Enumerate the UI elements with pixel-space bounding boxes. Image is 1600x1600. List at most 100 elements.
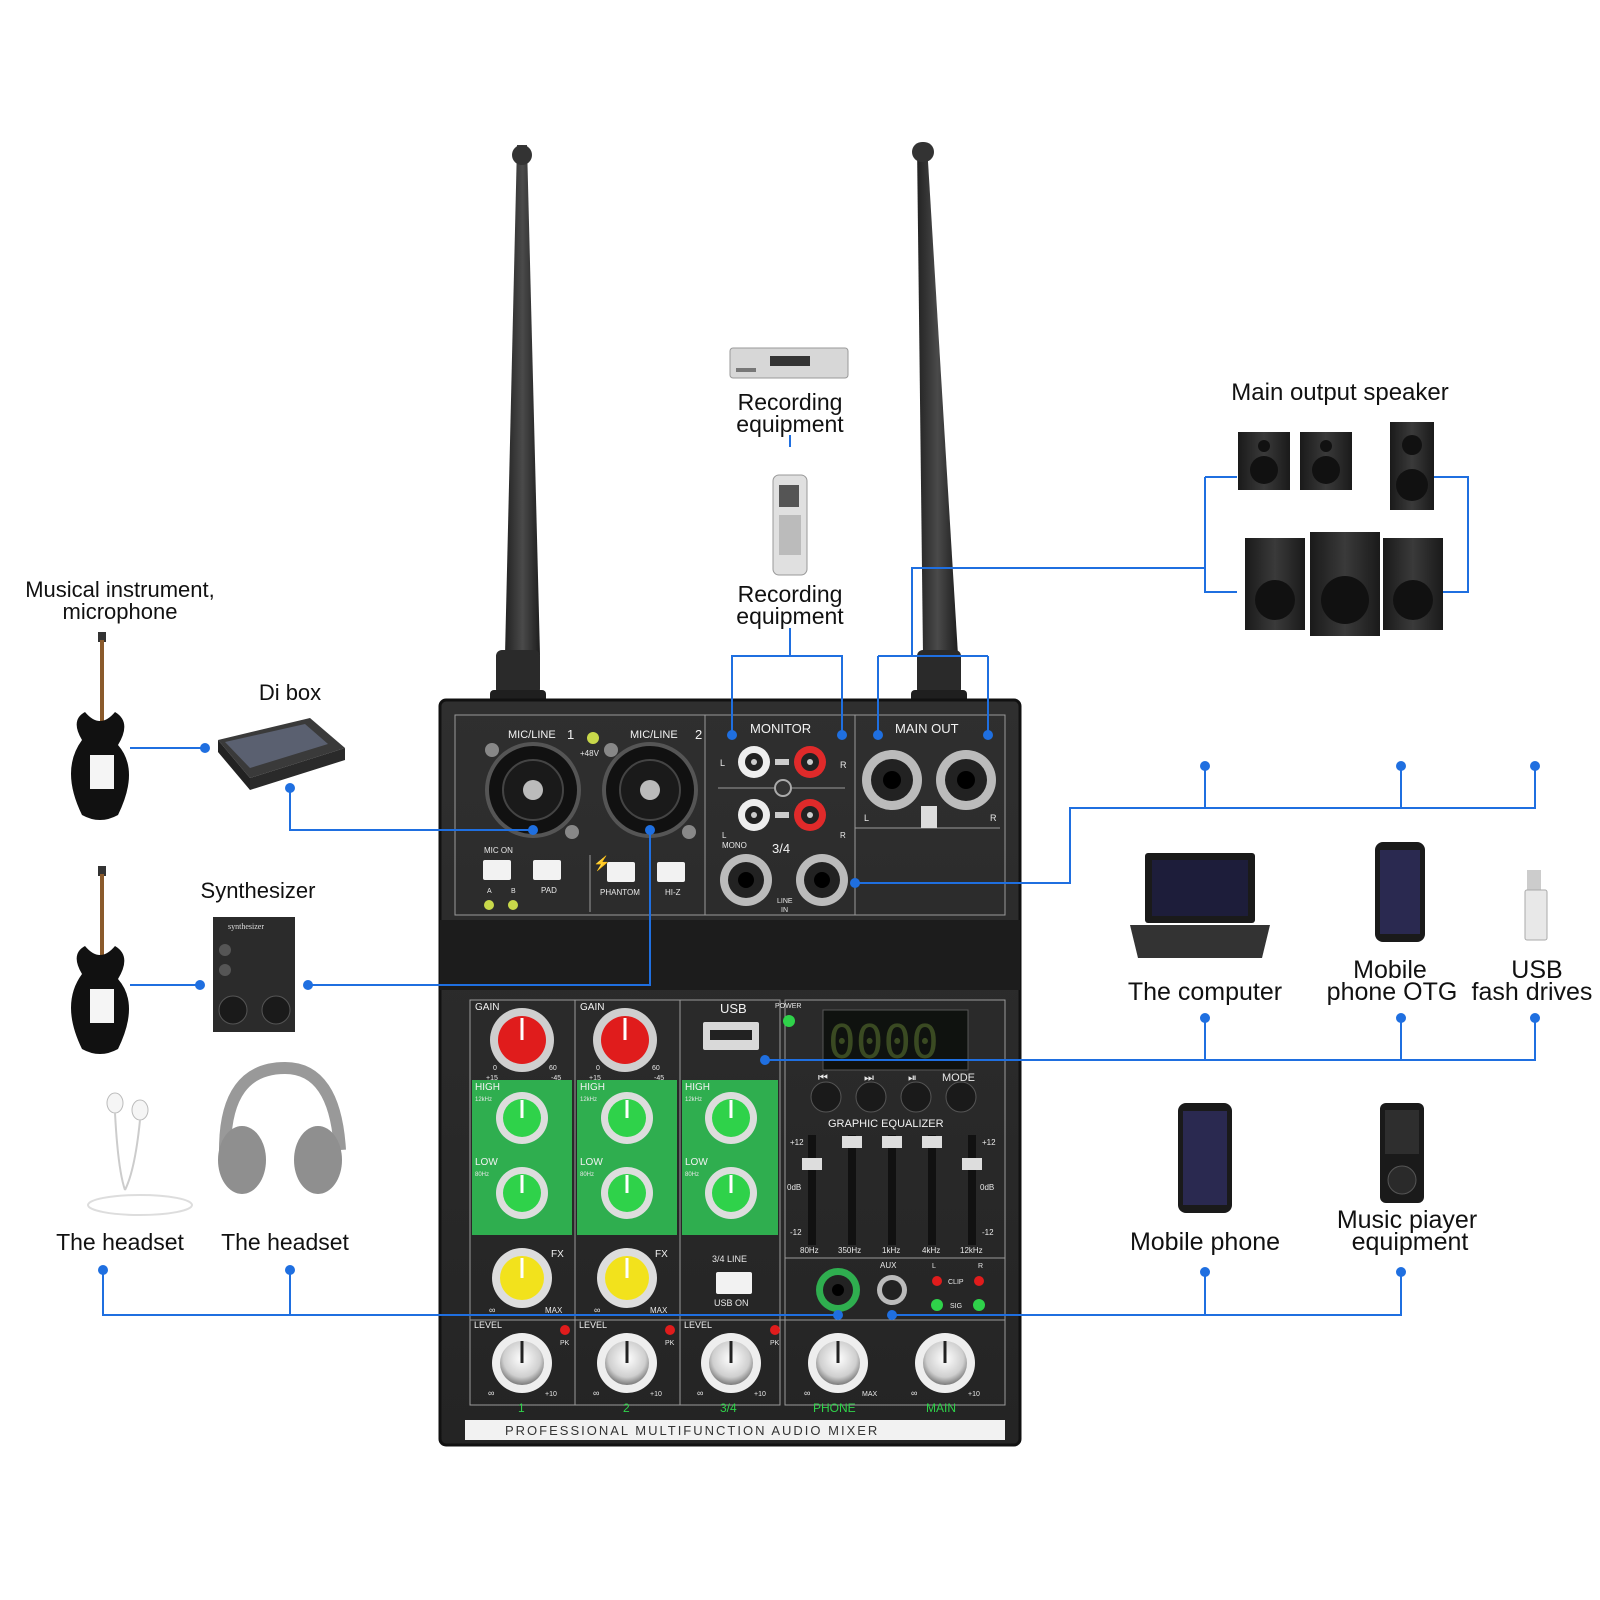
ch34-r-label: R	[840, 831, 846, 840]
gain1-scale-min-a: 0	[493, 1065, 497, 1072]
level1-scale-min: ∞	[488, 1388, 494, 1398]
eq-band-350hz: 350Hz	[838, 1246, 861, 1255]
ch34-mono-label: MONO	[722, 841, 747, 850]
di-box-label: Di box	[259, 680, 321, 705]
eq-fader-12khz[interactable]	[962, 1135, 982, 1245]
fx1-knob[interactable]	[492, 1248, 552, 1308]
ch34-l-label: L	[722, 831, 727, 840]
line-in-jack-r[interactable]	[796, 854, 848, 906]
main-out-jack-l[interactable]	[862, 750, 922, 810]
ch2-number: 2	[695, 727, 702, 742]
gain2-scale-min-b: +15	[589, 1075, 601, 1082]
level1-scale-max: +10	[545, 1391, 557, 1398]
phantom-label: PHANTOM	[600, 888, 640, 897]
pk2-label: PK	[665, 1340, 675, 1347]
fx2-knob[interactable]	[597, 1248, 657, 1308]
gain2-scale-max-b: -45	[654, 1075, 664, 1082]
usb-drives-label-2: fash drives	[1472, 978, 1593, 1006]
line34-usb-switch[interactable]	[716, 1272, 752, 1294]
mobile-otg-label-2: phone OTG	[1327, 978, 1458, 1006]
earphones-icon	[87, 1092, 193, 1216]
high-freq-ch2: 12kHz	[580, 1097, 597, 1103]
phantom-led	[587, 732, 599, 744]
mode-button[interactable]	[945, 1081, 977, 1113]
clip-label: CLIP	[948, 1279, 964, 1286]
mobile-phone-label: Mobile phone	[1130, 1228, 1280, 1256]
high-knob-ch1[interactable]	[496, 1092, 548, 1144]
fx1-label: FX	[551, 1249, 564, 1260]
next-button[interactable]	[855, 1081, 887, 1113]
ch34-rca-l[interactable]	[738, 799, 770, 831]
di-box-icon	[218, 718, 345, 790]
level34-knob[interactable]	[701, 1333, 761, 1393]
recording-mid-label-2: equipment	[736, 603, 844, 629]
mic-on-switch[interactable]	[483, 860, 511, 880]
eq-band-1khz: 1kHz	[882, 1246, 900, 1255]
fx2-label: FX	[655, 1249, 668, 1260]
line-in-label-1: LINE	[777, 898, 793, 905]
laptop-icon	[1130, 853, 1270, 958]
phone-knob[interactable]	[808, 1333, 868, 1393]
phone-jack[interactable]	[816, 1268, 860, 1312]
high-label-ch1: HIGH	[475, 1082, 500, 1093]
eq-band-80hz: 80Hz	[800, 1246, 819, 1255]
power-label: POWER	[775, 1003, 801, 1010]
monitor-l-label: L	[720, 758, 725, 768]
ch2-combo-jack[interactable]	[602, 742, 698, 839]
main-out-jack-r[interactable]	[936, 750, 996, 810]
fx1-scale-min: ∞	[489, 1305, 495, 1315]
eq-fader-1khz[interactable]	[882, 1135, 902, 1245]
recording-top-label-1: Recording	[738, 389, 843, 415]
eq-fader-350hz[interactable]	[842, 1135, 862, 1245]
usb-label: USB	[720, 1001, 747, 1016]
pad-switch[interactable]	[533, 860, 561, 880]
hiz-switch[interactable]	[657, 862, 685, 882]
eq-db-plus-right: +12	[982, 1138, 996, 1147]
ch34-label: 3/4	[772, 841, 790, 856]
ch2-label: MIC/LINE	[630, 729, 678, 741]
level1-knob[interactable]	[492, 1333, 552, 1393]
eq-fader-4khz[interactable]	[922, 1135, 942, 1245]
low-freq-ch1: 80Hz	[475, 1172, 489, 1178]
low-knob-ch2[interactable]	[601, 1167, 653, 1219]
phantom-switch[interactable]	[607, 862, 635, 882]
musical-instrument-label-2: microphone	[63, 599, 178, 624]
usb-on-label: USB ON	[714, 1298, 749, 1308]
fx2-scale-max: MAX	[650, 1306, 668, 1315]
gain2-knob[interactable]	[593, 1008, 657, 1072]
line-in-jack-l[interactable]	[720, 854, 772, 906]
gain2-scale-max-a: 60	[652, 1065, 660, 1072]
audio-mixer: MIC/LINE 1 MIC/LINE 2 +48V MIC ON PAD A …	[438, 698, 1022, 1447]
gain1-scale-max-b: -45	[551, 1075, 561, 1082]
synth-device-text: synthesizer	[228, 922, 264, 931]
phone-scale-min: ∞	[804, 1388, 810, 1398]
play-pause-button[interactable]	[900, 1081, 932, 1113]
eq-fader-80hz[interactable]	[802, 1135, 822, 1245]
level2-knob[interactable]	[597, 1333, 657, 1393]
ch1-combo-jack[interactable]	[485, 742, 581, 839]
gain2-scale-min-a: 0	[596, 1065, 600, 1072]
antenna-icon-right	[911, 142, 967, 708]
mic-on-label: MIC ON	[484, 846, 513, 855]
usb-port[interactable]	[703, 1022, 759, 1050]
guitar-icon	[71, 632, 129, 820]
sig-led-r	[973, 1299, 985, 1311]
high-knob-ch2[interactable]	[601, 1092, 653, 1144]
prev-button[interactable]	[810, 1081, 842, 1113]
monitor-rca-l[interactable]	[738, 746, 770, 778]
aux-jack[interactable]	[877, 1275, 907, 1305]
ch34-rca-r[interactable]	[794, 799, 826, 831]
monitor-label: MONITOR	[750, 721, 811, 736]
headphones-icon	[218, 1061, 346, 1194]
low-knob-ch34[interactable]	[705, 1167, 757, 1219]
line34-label: 3/4 LINE	[712, 1254, 747, 1264]
main-knob[interactable]	[915, 1333, 975, 1393]
meter-r-label: R	[978, 1263, 983, 1270]
gain1-knob[interactable]	[490, 1008, 554, 1072]
monitor-rca-r[interactable]	[794, 746, 826, 778]
high-knob-ch34[interactable]	[705, 1092, 757, 1144]
main-out-label: MAIN OUT	[895, 721, 959, 736]
mic-a-label: A	[487, 888, 492, 895]
low-freq-ch2: 80Hz	[580, 1172, 594, 1178]
low-knob-ch1[interactable]	[496, 1167, 548, 1219]
